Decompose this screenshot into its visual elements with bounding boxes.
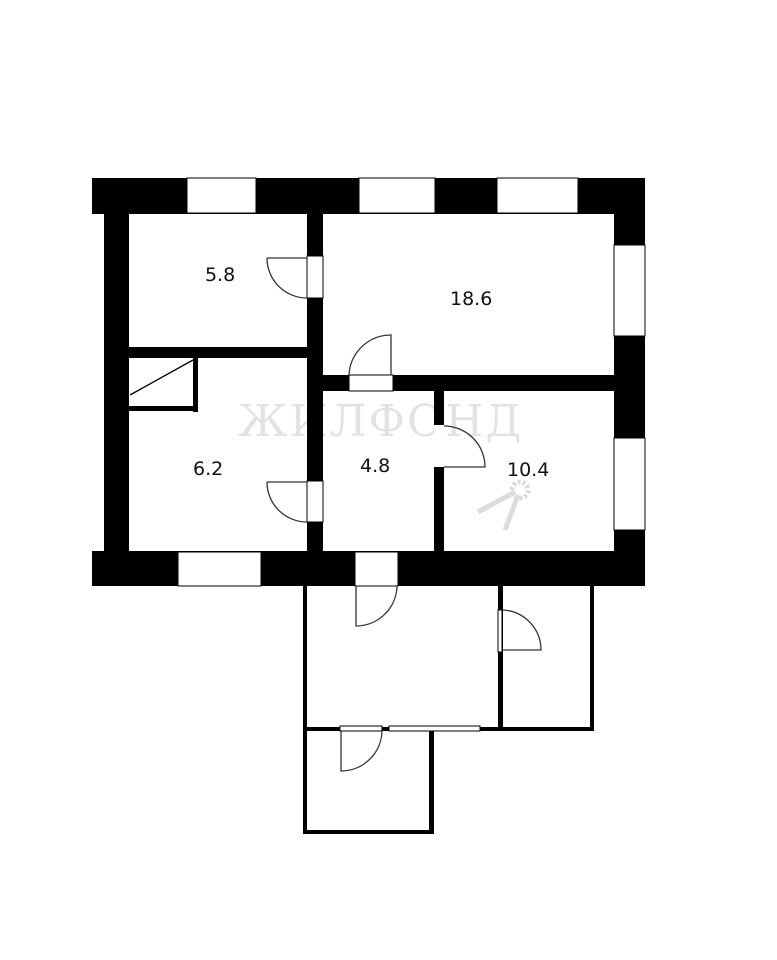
room-area-label: 6.2	[193, 458, 223, 480]
room-area-label: 18.6	[450, 288, 492, 310]
room-area-label: 5.8	[205, 264, 235, 286]
closet-diagonal	[129, 359, 194, 396]
room-area-label: 4.8	[360, 455, 390, 477]
doors	[266, 257, 542, 772]
windows	[177, 177, 646, 587]
watermark-text: ЖИЛФОНД	[238, 396, 523, 447]
door-openings	[306, 255, 444, 587]
door-icon	[340, 730, 383, 772]
door-icon	[348, 334, 392, 376]
door-icon	[443, 425, 486, 468]
annex-walls	[303, 586, 594, 834]
room-area-label: 10.4	[507, 459, 549, 481]
door-icon	[266, 481, 308, 523]
door-icon	[501, 609, 542, 651]
keys-icon	[476, 479, 531, 531]
door-icon	[266, 257, 308, 299]
door-icon	[355, 585, 398, 627]
